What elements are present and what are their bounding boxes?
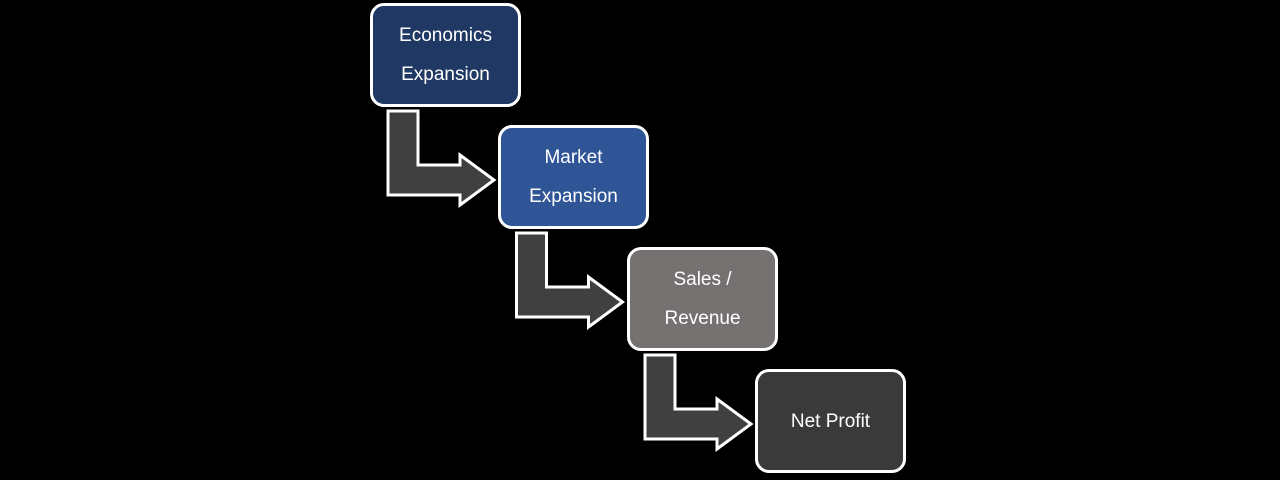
step-label: Expansion bbox=[401, 64, 490, 85]
step-label: Revenue bbox=[664, 308, 741, 329]
bent-arrow-icon bbox=[643, 353, 754, 452]
step-sales-revenue: Sales / Revenue bbox=[627, 247, 778, 351]
bent-arrow-icon bbox=[386, 109, 497, 208]
step-net-profit: Net Profit bbox=[755, 369, 906, 473]
step-label: Market bbox=[544, 147, 603, 168]
bent-arrow-icon bbox=[515, 231, 626, 330]
step-label: Economics bbox=[399, 25, 492, 46]
step-label: Expansion bbox=[529, 186, 618, 207]
step-label: Net Profit bbox=[790, 410, 871, 432]
step-label: Sales / bbox=[673, 269, 732, 290]
